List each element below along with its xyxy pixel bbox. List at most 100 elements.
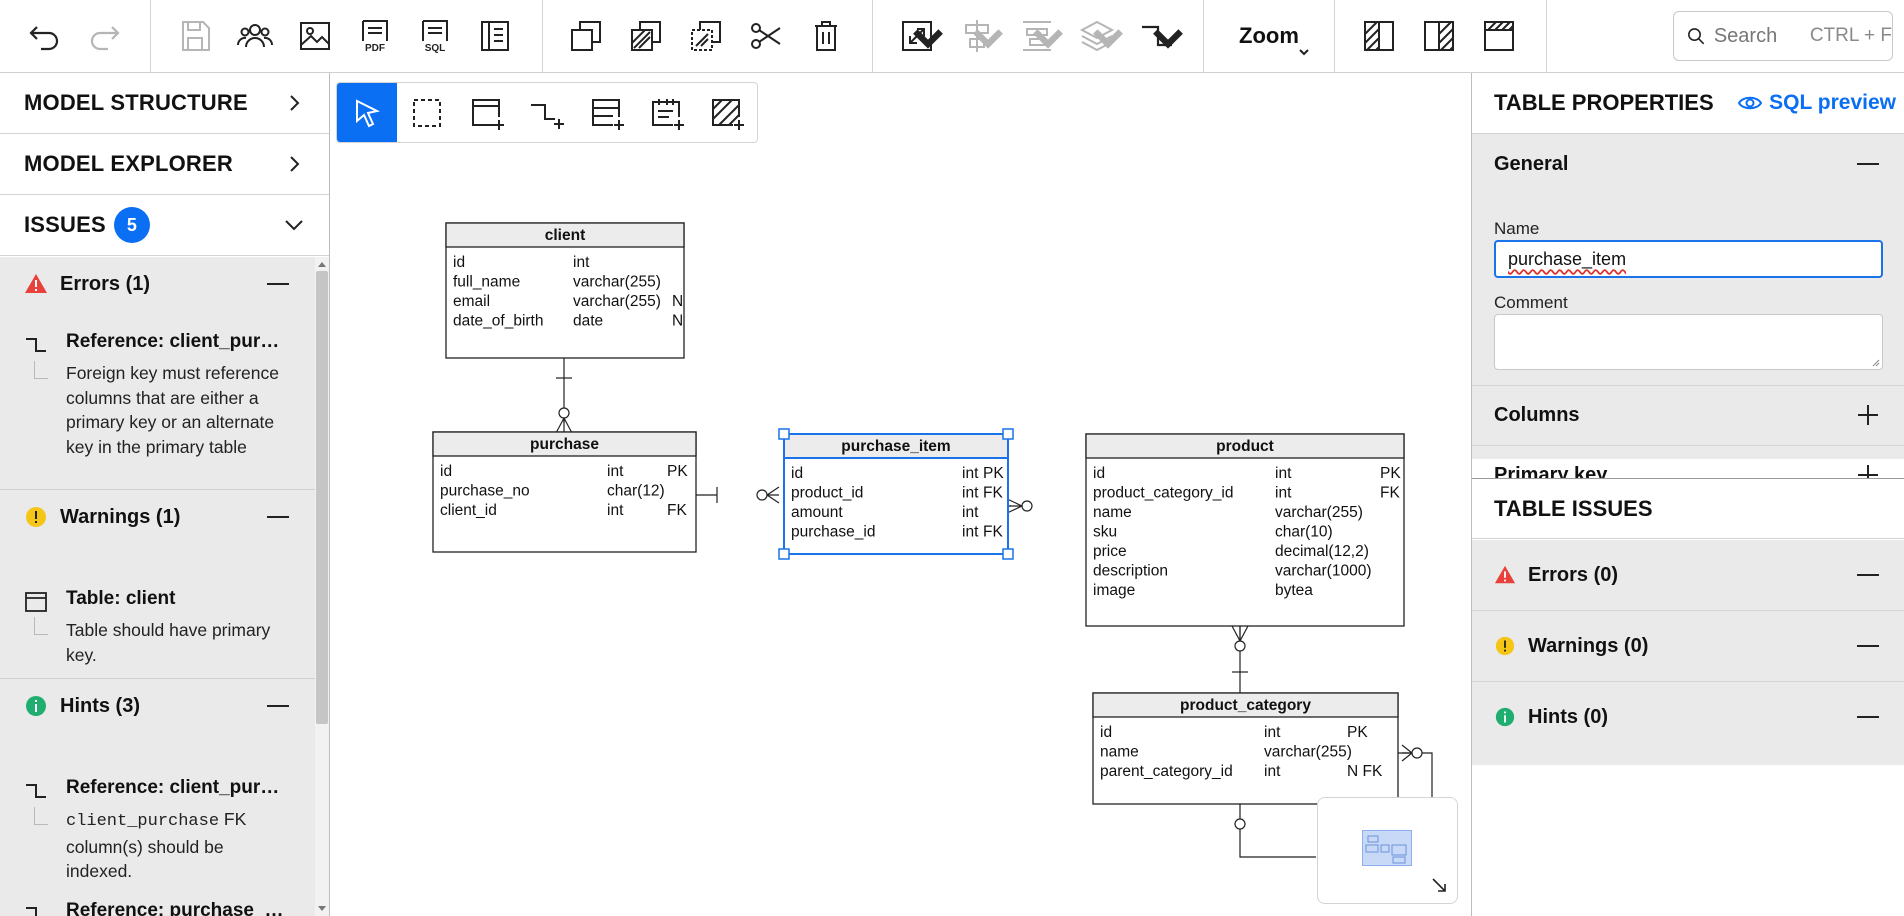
export-pdf-button[interactable]: PDF xyxy=(351,12,399,60)
scroll-down-arrow-icon[interactable] xyxy=(317,905,327,913)
distribute-button[interactable] xyxy=(1013,12,1063,60)
undo-button[interactable] xyxy=(20,12,68,60)
toggle-bottom-panel-button[interactable] xyxy=(1475,12,1523,60)
delete-button[interactable] xyxy=(802,12,850,60)
hints-group-header[interactable]: Hints (3) xyxy=(0,679,315,733)
error-item-title[interactable]: Reference: client_purch... xyxy=(66,331,286,352)
duplicate-button[interactable] xyxy=(622,12,670,60)
line-style-button[interactable] xyxy=(1133,12,1183,60)
table-hints-header[interactable]: Hints (0) xyxy=(1472,682,1904,752)
column-name: id xyxy=(1093,465,1105,482)
add-table-tool[interactable] xyxy=(457,83,517,142)
layers-button[interactable] xyxy=(1073,12,1123,60)
issues-header[interactable]: ISSUES 5 xyxy=(0,195,329,256)
collapse-icon[interactable] xyxy=(267,283,289,285)
warning-item-text: Table should have primary key. xyxy=(66,620,271,665)
errors-group-header[interactable]: Errors (1) xyxy=(0,257,315,311)
minimap-viewport[interactable] xyxy=(1362,830,1412,866)
general-section-header[interactable]: General xyxy=(1472,134,1904,194)
add-hatched-area-tool[interactable] xyxy=(697,83,757,142)
add-note-tool[interactable] xyxy=(637,83,697,142)
add-subject-area-tool[interactable] xyxy=(577,83,637,142)
hint-code-suffix: FK xyxy=(219,809,247,829)
scroll-up-arrow-icon[interactable] xyxy=(317,260,327,268)
collapse-icon[interactable] xyxy=(267,705,289,707)
bring-forward-button[interactable] xyxy=(562,12,610,60)
zoom-button[interactable]: Zoom xyxy=(1224,12,1314,60)
model-explorer-header[interactable]: MODEL EXPLORER xyxy=(0,134,329,195)
collapse-icon[interactable] xyxy=(1857,163,1879,165)
resize-handle[interactable] xyxy=(778,548,790,560)
table-warnings-header[interactable]: Warnings (0) xyxy=(1472,611,1904,681)
select-tool[interactable] xyxy=(337,83,397,142)
share-button[interactable] xyxy=(231,12,279,60)
align-button[interactable] xyxy=(953,12,1003,60)
collapse-icon[interactable] xyxy=(1857,716,1879,718)
save-button[interactable] xyxy=(171,12,219,60)
model-structure-header[interactable]: MODEL STRUCTURE xyxy=(0,73,329,134)
plus-icon[interactable] xyxy=(1857,404,1879,426)
toggle-left-panel-button[interactable] xyxy=(1355,12,1403,60)
export-sql-button[interactable]: SQL xyxy=(411,12,459,60)
collapse-icon[interactable] xyxy=(1857,645,1879,647)
toggle-right-panel-button[interactable] xyxy=(1415,12,1463,60)
name-input[interactable]: purchase_item xyxy=(1494,240,1883,278)
search-box[interactable]: CTRL + F xyxy=(1673,11,1893,61)
table-errors-header[interactable]: Errors (0) xyxy=(1472,540,1904,610)
comment-textarea[interactable] xyxy=(1494,314,1883,370)
relationship-category-self[interactable] xyxy=(1239,804,1316,858)
columns-section-header[interactable]: Columns xyxy=(1472,385,1904,445)
search-input[interactable] xyxy=(1713,24,1806,48)
document-button[interactable] xyxy=(471,12,519,60)
hint-item-title[interactable]: Reference: client_purch... xyxy=(66,777,286,798)
hint-item-title[interactable]: Reference: purchase_item... xyxy=(66,900,286,916)
redo-button[interactable] xyxy=(81,12,129,60)
resize-handle[interactable] xyxy=(1002,548,1014,560)
cut-button[interactable] xyxy=(742,12,790,60)
resize-handle[interactable] xyxy=(1002,428,1014,440)
warnings-group-header[interactable]: Warnings (1) xyxy=(0,490,315,544)
sql-preview-link[interactable]: SQL preview xyxy=(1737,90,1896,116)
paste-button[interactable] xyxy=(682,12,730,60)
minimap[interactable] xyxy=(1317,797,1458,904)
area-select-tool[interactable] xyxy=(397,83,457,142)
collapse-icon[interactable] xyxy=(267,516,289,518)
resize-grip-icon[interactable] xyxy=(1872,359,1880,367)
export-image-button[interactable] xyxy=(291,12,339,60)
resize-handle[interactable] xyxy=(778,428,790,440)
add-reference-tool[interactable] xyxy=(517,83,577,142)
warning-item-title[interactable]: Table: client xyxy=(66,588,176,609)
collapse-icon[interactable] xyxy=(1857,574,1879,576)
fit-to-screen-button[interactable] xyxy=(893,12,943,60)
expand-arrow-icon[interactable] xyxy=(1431,877,1447,893)
issues-scrollbar-thumb[interactable] xyxy=(316,271,328,724)
column-flags: FK xyxy=(1380,485,1400,502)
